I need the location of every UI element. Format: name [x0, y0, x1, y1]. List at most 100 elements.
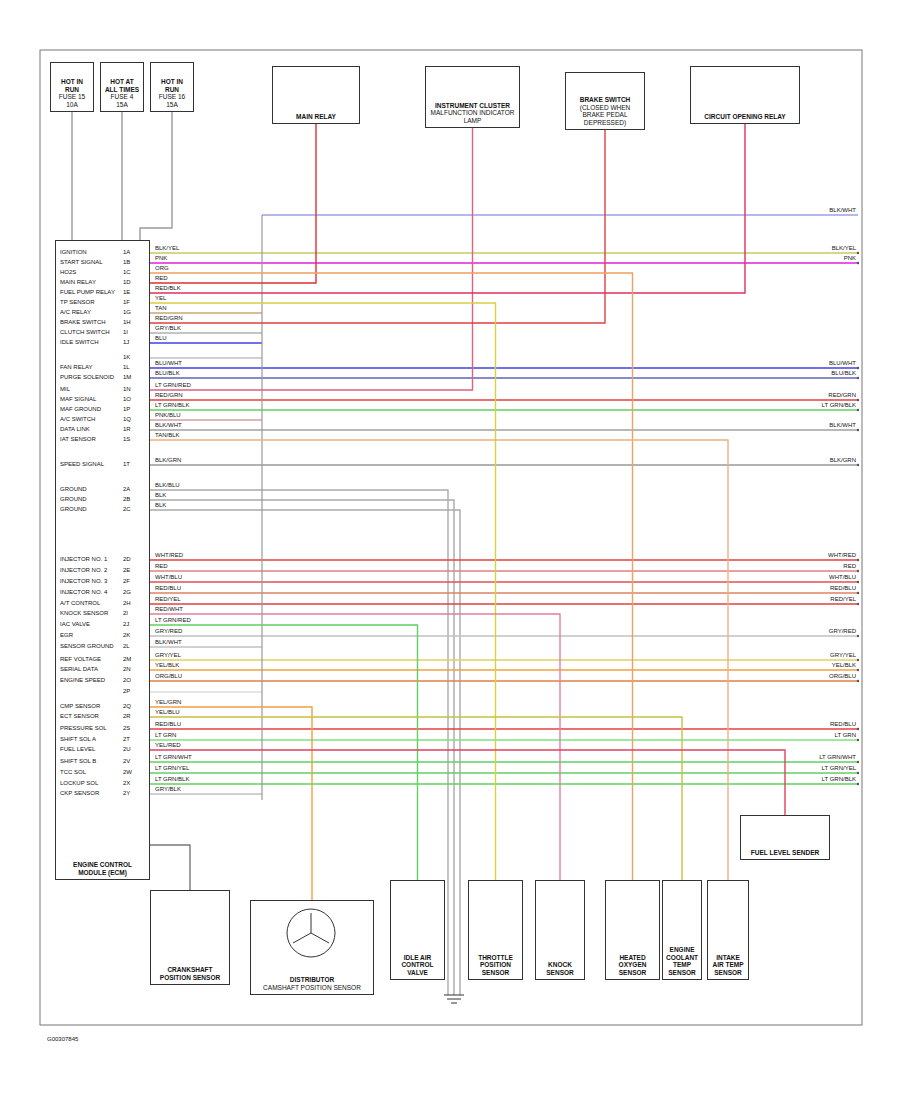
wire-color: LT GRN/RED [154, 382, 192, 389]
pin-number: 2U [122, 746, 132, 753]
wire-color: GRY/BLK [154, 325, 182, 332]
component-name: THROTTLE POSITION SENSOR [472, 954, 519, 976]
wire-color: LT GRN [834, 732, 857, 739]
wire-connector [150, 128, 473, 390]
pin-number: 1D [122, 279, 132, 286]
pin-number: 2K [122, 632, 131, 639]
pin-number: 2Q [122, 703, 132, 710]
fuel-sender: FUEL LEVEL SENDER [740, 815, 830, 860]
pin-number: 2W [122, 769, 133, 776]
pin-function: MAF GROUND [59, 406, 102, 413]
wire-color: BLK/WHT [828, 422, 857, 429]
wire-connector [150, 130, 605, 323]
pin-function: DATA LINK [59, 426, 91, 433]
pin-function: ECT SENSOR [59, 713, 100, 720]
valve-box: IDLE AIR CONTROL VALVE [390, 880, 445, 980]
wire-connector [150, 273, 633, 880]
pin-function: CLUTCH SWITCH [59, 329, 111, 336]
wire-terminal [857, 783, 859, 785]
wire-line [150, 464, 858, 465]
component-name: ENGINE CONTROL MODULE (ECM) [59, 861, 146, 876]
wire-terminal [857, 262, 859, 264]
pin-function: GROUND [59, 506, 88, 513]
wire-color: BLU [154, 335, 168, 342]
component-name: HOT AT ALL TIMES [104, 78, 140, 93]
pin-function: ENGINE SPEED [59, 677, 106, 684]
fuse-box: HOT AT ALL TIMESFUSE 4 15A [100, 62, 144, 112]
pin-function: MAIN RELAY [59, 279, 97, 286]
wire-connector [150, 124, 745, 293]
component-note: FUSE 4 15A [104, 93, 140, 108]
component-name: HOT IN RUN [154, 78, 190, 93]
figure-number: G00307845 [46, 1036, 79, 1043]
pin-number: 2E [122, 567, 131, 574]
pin-function: INJECTOR NO. 3 [59, 578, 108, 585]
pin-number: 2R [122, 713, 132, 720]
sensor-box: ENGINE COOLANT TEMP SENSOR [662, 880, 702, 980]
wire-color: RED/BLU [154, 585, 182, 592]
wire-color: BLK/WHT [828, 207, 857, 214]
wire-line [150, 793, 262, 794]
pin-number: 2A [122, 486, 131, 493]
wire-line [150, 332, 262, 333]
component-note: (CLOSED WHEN BRAKE PEDAL DEPRESSED) [569, 104, 641, 126]
sensor-box: KNOCK SENSOR [535, 880, 585, 980]
wire-line [150, 510, 460, 995]
wire-terminal [857, 409, 859, 411]
wire-color: RED/BLU [154, 721, 182, 728]
wire-terminal [857, 761, 859, 763]
ground-symbol [444, 995, 464, 1003]
pin-number: 1M [122, 374, 132, 381]
pin-function: SERIAL DATA [59, 666, 99, 673]
wire-color: PNK [154, 255, 168, 262]
wire-color: LT GRN/RED [154, 617, 192, 624]
pin-number: 2V [122, 758, 131, 765]
pin-function: SPEED SIGNAL [59, 461, 105, 468]
pin-number: 2Y [122, 790, 131, 797]
wire-color: LT GRN/YEL [154, 765, 190, 772]
pin-function: EGR [59, 632, 74, 639]
pin-number: 1J [122, 339, 130, 346]
wire-color: LT GRN/BLK [821, 402, 857, 409]
wire-color: LT GRN/BLK [154, 402, 190, 409]
pin-number: 2F [122, 578, 131, 585]
component-name: HEATED OXYGEN SENSOR [609, 954, 656, 976]
wire-line [150, 570, 858, 571]
pin-function: A/C RELAY [59, 309, 92, 316]
wire-color: BLK [154, 502, 167, 509]
wire-color: RED [154, 563, 169, 570]
wire-line [150, 409, 858, 410]
pin-number: 1Q [122, 416, 132, 423]
wire-color: BLU/WHT [828, 360, 857, 367]
wire-color: BLK/YEL [831, 245, 857, 252]
pin-number: 1P [122, 406, 131, 413]
wire-connector [150, 717, 682, 880]
pin-function: IAC VALVE [59, 621, 91, 628]
wire-color: GRY/YEL [154, 652, 182, 659]
pin-function: IDLE SWITCH [59, 339, 100, 346]
component-name: KNOCK SENSOR [539, 961, 581, 976]
wire-line [150, 367, 858, 368]
pin-number: 1B [122, 259, 131, 266]
pin-number: 1S [122, 436, 131, 443]
wire-color: ORG [154, 265, 170, 272]
pin-number: 1L [122, 364, 131, 371]
instrument-cluster: INSTRUMENT CLUSTERMALFUNCTION INDICATOR … [425, 66, 520, 128]
wire-line [150, 728, 858, 729]
wire-line [150, 490, 448, 995]
pin-number: 1G [122, 309, 132, 316]
wire-connector [150, 303, 496, 880]
wire-line [150, 646, 262, 647]
wire-line [150, 357, 262, 358]
wire-color: BLK/GRN [829, 457, 857, 464]
distributor-symbol [251, 901, 371, 965]
component-name: CRANKSHAFT POSITION SENSOR [154, 966, 226, 981]
wire-line [150, 399, 858, 400]
wire-color: YEL/BLU [154, 709, 181, 716]
wire-color: RED/GRN [827, 392, 857, 399]
wire-color: YEL/GRN [154, 699, 182, 706]
wire-color: BLK/WHT [154, 422, 183, 429]
wire-color: BLK [154, 492, 167, 499]
wire-terminal [857, 399, 859, 401]
pin-function: MIL [59, 386, 71, 393]
